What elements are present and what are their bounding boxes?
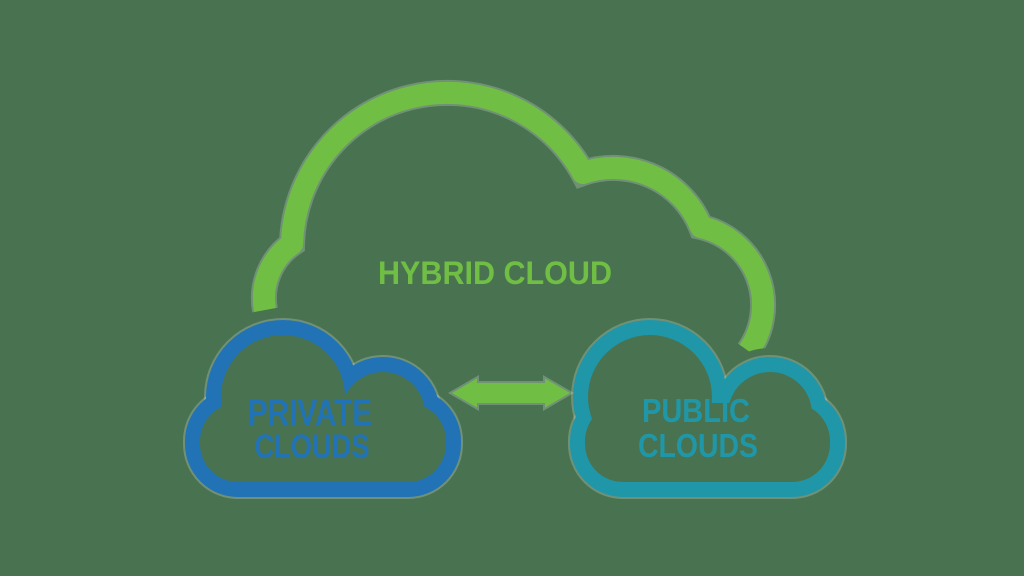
public-cloud-label-line2: CLOUDS (638, 427, 758, 464)
private-cloud-label-line2: CLOUDS (255, 428, 370, 466)
public-cloud-label-line1: PUBLIC (642, 392, 750, 429)
hybrid-cloud-outline (250, 79, 777, 359)
hybrid-cloud-outline-path (252, 81, 775, 358)
exchange-arrow-icon (448, 375, 574, 411)
exchange-arrow-polygon (452, 378, 570, 408)
private-cloud-label-line1: PRIVATE (248, 392, 372, 433)
public-cloud-shape (561, 311, 854, 506)
hybrid-cloud-label: HYBRID CLOUD (378, 255, 612, 291)
private-cloud-shape (176, 311, 470, 506)
